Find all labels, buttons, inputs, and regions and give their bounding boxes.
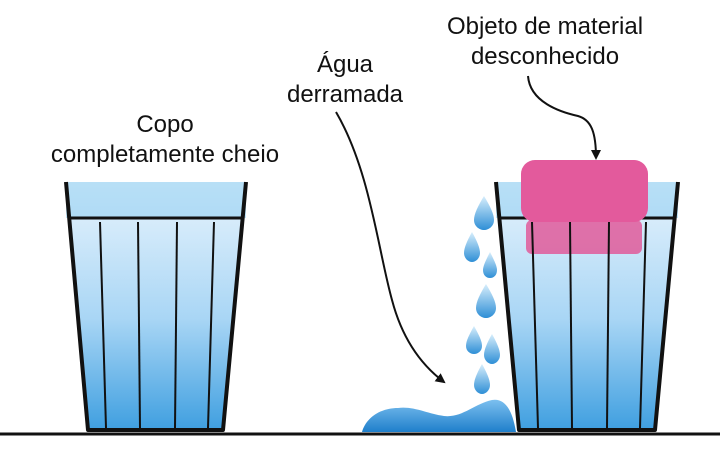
falling-drops <box>464 196 500 394</box>
spilled-water-puddle <box>362 399 516 432</box>
object-submerged <box>526 220 642 254</box>
unknown-object <box>521 160 648 222</box>
drop-icon <box>476 284 496 318</box>
label-spilled-water: Água derramada <box>270 50 420 110</box>
label-full-glass-line2: completamente cheio <box>50 141 280 168</box>
drop-icon <box>484 334 500 364</box>
drop-icon <box>464 232 480 262</box>
arrow-icon <box>527 75 601 160</box>
drop-icon <box>483 252 497 278</box>
label-object-line1: Objeto de material <box>446 13 644 40</box>
label-full-glass-line1: Copo <box>136 111 194 138</box>
label-object-line2: desconhecido <box>470 43 620 70</box>
glass-with-object <box>494 160 680 432</box>
label-object: Objeto de material desconhecido <box>410 12 680 72</box>
label-spilled-water-line1: Água <box>316 51 374 78</box>
drop-icon <box>474 196 494 230</box>
label-spilled-water-line2: derramada <box>286 81 404 108</box>
drop-icon <box>466 326 482 354</box>
full-glass <box>64 181 248 432</box>
arrow-icon <box>335 111 446 384</box>
label-full-glass: Copo completamente cheio <box>40 110 290 170</box>
drop-icon <box>474 364 490 394</box>
